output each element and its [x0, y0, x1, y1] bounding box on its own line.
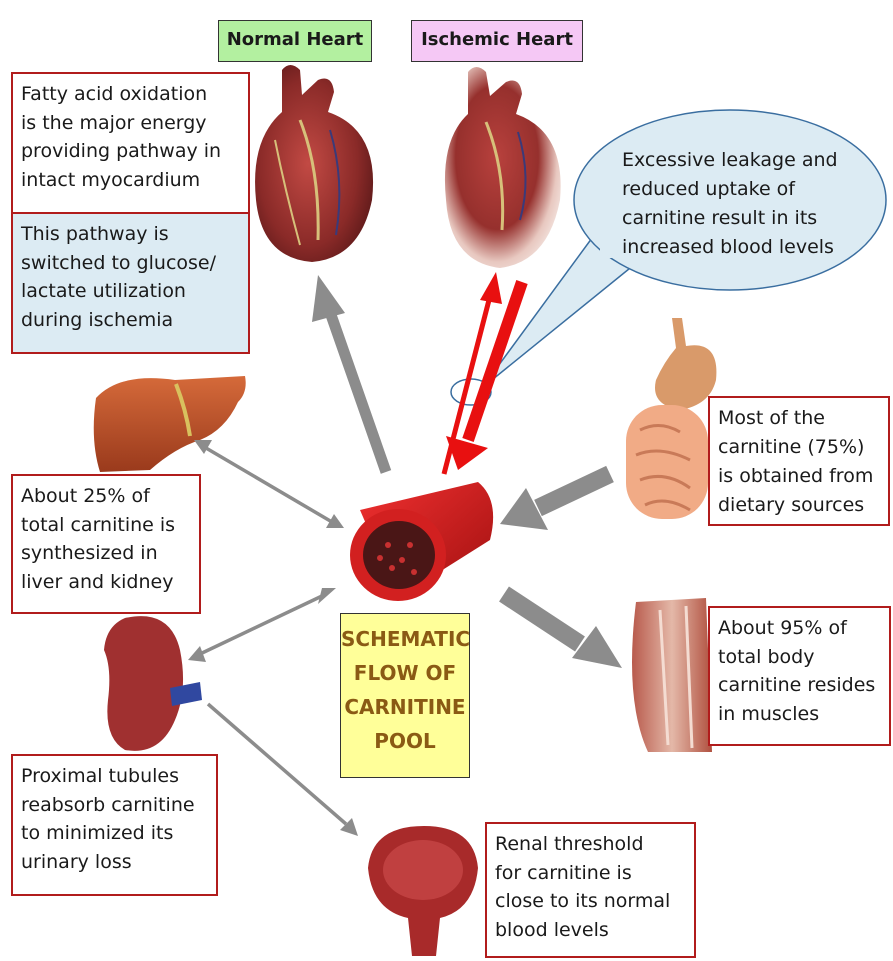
leakage-callout-text: Excessive leakage and reduced uptake of … — [622, 146, 880, 262]
fatty-acid-oxidation-note: Fatty acid oxidation is the major energy… — [11, 72, 250, 214]
ischemic-heart-label: Ischemic Heart — [411, 20, 583, 62]
schematic-title: SCHEMATIC FLOW OF CARNITINE POOL — [340, 613, 470, 778]
dietary-source-note: Most of the carnitine (75%) is obtained … — [708, 396, 890, 526]
liver-synthesis-note: About 25% of total carnitine is synthesi… — [11, 474, 201, 614]
renal-threshold-note: Renal threshold for carnitine is close t… — [485, 822, 696, 958]
normal-heart-image — [255, 65, 373, 262]
proximal-tubules-note: Proximal tubules reabsorb carnitine to m… — [11, 754, 218, 896]
blood-vessel-image — [350, 482, 493, 601]
kidney-image — [104, 616, 202, 751]
muscle-storage-note: About 95% of total body carnitine reside… — [708, 606, 891, 746]
normal-heart-label: Normal Heart — [218, 20, 372, 62]
ischemic-heart-image — [445, 67, 561, 268]
digestive-system-image — [626, 318, 716, 519]
muscle-image — [632, 598, 712, 752]
pathway-switch-note: This pathway is switched to glucose/ lac… — [11, 212, 250, 354]
bladder-image — [368, 826, 478, 956]
